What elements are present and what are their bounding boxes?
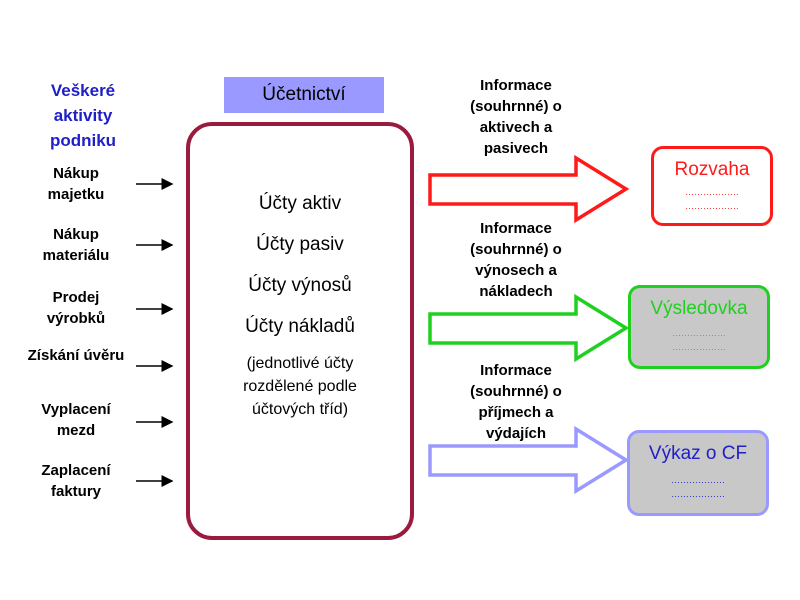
info-line: (souhrnné) o bbox=[470, 241, 562, 258]
accounts-note-line: účtových tříd) bbox=[251, 401, 349, 418]
info-line: (souhrnné) o bbox=[470, 98, 562, 115]
report-placeholder-dots: ……………… bbox=[672, 328, 726, 338]
activities-heading-line: Veškeré bbox=[50, 81, 116, 100]
report-placeholder-dots: ……………… bbox=[671, 489, 725, 499]
activity-label-line: Prodej bbox=[52, 289, 100, 306]
activity-obtain-loan: Získání úvěru bbox=[6, 345, 146, 366]
report-placeholder-dots: ……………… bbox=[671, 475, 725, 485]
activity-purchase-assets: Nákup majetku bbox=[14, 163, 138, 205]
block-arrow-income-statement bbox=[428, 293, 630, 363]
report-placeholder-dots: ……………… bbox=[672, 342, 726, 352]
info-line: nákladech bbox=[479, 283, 553, 300]
info-cash-flow: Informace (souhrnné) o příjmech a výdají… bbox=[452, 360, 580, 444]
activity-label-line: Získání úvěru bbox=[27, 347, 125, 364]
block-arrow-balance-sheet bbox=[428, 154, 630, 224]
info-balance-sheet: Informace (souhrnné) o aktivech a pasive… bbox=[452, 75, 580, 159]
accounts-note-line: rozdělené podle bbox=[243, 378, 357, 395]
report-balance-sheet: Rozvaha ……………… ……………… bbox=[651, 146, 773, 226]
activity-label-line: výrobků bbox=[46, 310, 106, 327]
report-cash-flow: Výkaz o CF ……………… ……………… bbox=[627, 430, 769, 516]
report-income-statement: Výsledovka ……………… ……………… bbox=[628, 285, 770, 369]
activity-label-line: Vyplacení bbox=[41, 401, 111, 418]
activity-label-line: Nákup bbox=[53, 226, 99, 243]
info-line: (souhrnné) o bbox=[470, 383, 562, 400]
report-title: Výsledovka bbox=[650, 298, 748, 319]
activity-label-line: mezd bbox=[56, 422, 96, 439]
info-line: výnosech a bbox=[475, 262, 557, 279]
accounting-box bbox=[186, 122, 414, 540]
report-placeholder-dots: ……………… bbox=[685, 187, 739, 197]
info-line: Informace bbox=[480, 220, 552, 237]
info-line: výdajích bbox=[485, 425, 547, 442]
report-title: Výkaz o CF bbox=[648, 443, 748, 464]
info-income-statement: Informace (souhrnné) o výnosech a náklad… bbox=[452, 218, 580, 302]
info-line: aktivech a bbox=[479, 119, 553, 136]
accounts-note: (jednotlivé účty rozdělené podle účtovýc… bbox=[186, 352, 414, 421]
account-liabilities: Účty pasiv bbox=[256, 234, 344, 255]
activities-heading-line: podniku bbox=[49, 131, 117, 150]
activities-heading-line: aktivity bbox=[53, 106, 113, 125]
activity-label-line: Nákup bbox=[53, 165, 99, 182]
activity-label-line: materiálu bbox=[42, 247, 110, 264]
account-revenues: Účty výnosů bbox=[248, 275, 352, 296]
accounts-note-line: (jednotlivé účty bbox=[246, 355, 354, 372]
info-line: pasivech bbox=[483, 140, 549, 157]
activity-purchase-material: Nákup materiálu bbox=[14, 224, 138, 266]
report-placeholder-dots: ……………… bbox=[685, 201, 739, 211]
report-title: Rozvaha bbox=[674, 159, 750, 180]
activity-pay-invoice: Zaplacení faktury bbox=[14, 460, 138, 502]
info-line: příjmech a bbox=[478, 404, 554, 421]
activities-heading: Veškeré aktivity podniku bbox=[18, 78, 148, 153]
activity-product-sales: Prodej výrobků bbox=[14, 287, 138, 329]
accounting-title: Účetnictví bbox=[224, 77, 384, 113]
activity-label-line: Zaplacení bbox=[41, 462, 111, 479]
info-line: Informace bbox=[480, 77, 552, 94]
account-assets: Účty aktiv bbox=[258, 193, 342, 214]
activity-label-line: majetku bbox=[47, 186, 105, 203]
block-arrow-cash-flow bbox=[428, 425, 630, 495]
activity-pay-wages: Vyplacení mezd bbox=[14, 399, 138, 441]
account-expenses: Účty nákladů bbox=[245, 316, 355, 337]
info-line: Informace bbox=[480, 362, 552, 379]
activity-label-line: faktury bbox=[50, 483, 102, 500]
